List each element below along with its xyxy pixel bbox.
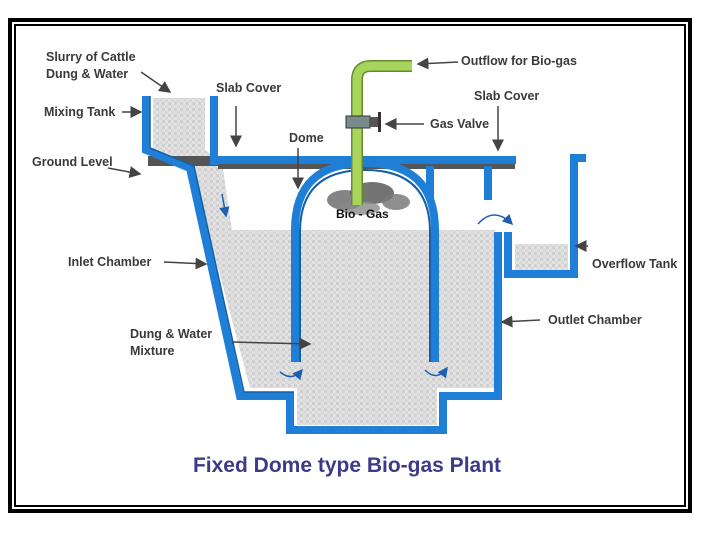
label-slab-cover-left: Slab Cover: [216, 81, 281, 95]
gas-outflow-pipe: [351, 60, 412, 205]
plant-walls: [142, 96, 586, 434]
label-outlet-chamber: Outlet Chamber: [548, 313, 642, 327]
gas-valve-icon: [345, 112, 381, 132]
outer-frame: [8, 18, 692, 513]
diagram-title: Fixed Dome type Bio-gas Plant: [193, 454, 501, 477]
label-slurry-line2: Dung & Water: [46, 67, 128, 81]
label-pointers: [107, 57, 588, 350]
label-gas-valve: Gas Valve: [430, 117, 489, 131]
label-dome: Dome: [289, 131, 324, 145]
label-ground-level: Ground Level: [32, 155, 113, 169]
flow-arrows: [219, 193, 514, 381]
label-slab-cover-right: Slab Cover: [474, 89, 539, 103]
inner-frame: [14, 24, 686, 507]
inlet-wall-edge: [149, 96, 294, 393]
label-mixing-tank: Mixing Tank: [44, 105, 115, 119]
label-mixture-line2: Mixture: [130, 344, 175, 358]
dome-inner-line: [299, 168, 431, 362]
label-bio-gas: Bio - Gas: [336, 207, 389, 221]
label-slurry-line1: Slurry of Cattle: [46, 50, 136, 64]
label-overflow-tank: Overflow Tank: [592, 257, 677, 271]
label-outflow: Outflow for Bio-gas: [461, 54, 577, 68]
label-mixture-line1: Dung & Water: [130, 327, 212, 341]
label-inlet-chamber: Inlet Chamber: [68, 255, 151, 269]
